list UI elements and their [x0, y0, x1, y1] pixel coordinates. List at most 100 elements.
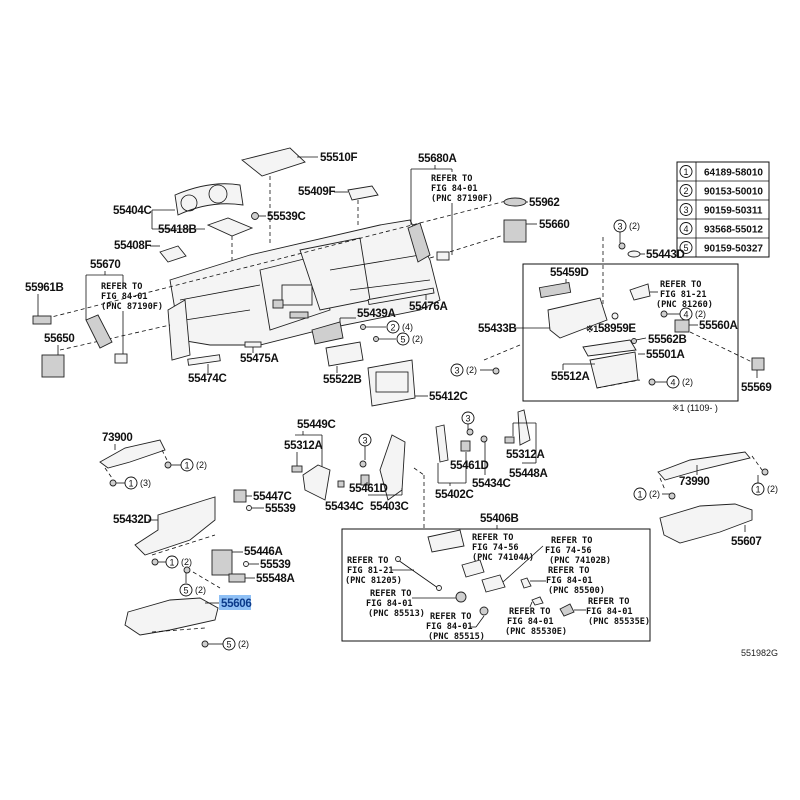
part-shape-55522B: [325, 341, 364, 367]
label-58959E[interactable]: ※158959E: [586, 323, 637, 335]
label-55606[interactable]: 55606: [221, 598, 252, 610]
fastener-part-number[interactable]: 90159-50311: [704, 206, 763, 217]
refer-note-55680A[interactable]: REFER TO FIG 84-01 (PNC 87190F): [431, 174, 493, 204]
label-55443D[interactable]: 55443D: [646, 249, 685, 261]
label-55522B[interactable]: 55522B: [323, 374, 362, 386]
svg-text:FIG 84-01: FIG 84-01: [586, 607, 633, 617]
label-55449C[interactable]: 55449C: [297, 419, 336, 431]
label-55406B[interactable]: 55406B: [480, 513, 519, 525]
label-55312A-right[interactable]: 55312A: [506, 449, 545, 461]
callout-4-qty-2-b: 4 (2): [648, 375, 693, 389]
svg-text:(2): (2): [195, 585, 206, 595]
refer-note-81205[interactable]: REFER TO FIG 81-21 (PNC 81205): [345, 556, 402, 586]
label-55403C[interactable]: 55403C: [370, 501, 409, 513]
part-shape-55402C: [435, 424, 449, 463]
refer-note-85513[interactable]: REFER TO FIG 84-01 (PNC 85513): [366, 589, 425, 619]
svg-text:REFER TO: REFER TO: [551, 536, 592, 546]
svg-text:1: 1: [637, 490, 642, 500]
svg-text:(3): (3): [140, 478, 151, 488]
label-55539-a[interactable]: 55539: [265, 503, 296, 515]
refer-note-55670[interactable]: REFER TO FIG 84-01 (PNC 87190F): [101, 282, 163, 312]
svg-text:FIG 74-56: FIG 74-56: [472, 543, 519, 553]
refer-note-74102B[interactable]: REFER TO FIG 74-56 (PNC 74102B): [545, 536, 611, 566]
label-55408F[interactable]: 55408F: [114, 240, 152, 252]
fastener-part-number[interactable]: 93568-55012: [704, 225, 763, 236]
refer-note-85515[interactable]: REFER TO FIG 84-01 (PNC 85515): [426, 612, 485, 642]
label-55569[interactable]: 55569: [741, 382, 772, 394]
label-55476A[interactable]: 55476A: [409, 301, 448, 313]
part-shape-55539-b: [243, 561, 249, 567]
label-55459D[interactable]: 55459D: [550, 267, 589, 279]
label-55433B[interactable]: 55433B: [478, 323, 517, 335]
label-55961B[interactable]: 55961B: [25, 282, 64, 294]
label-55434C-left[interactable]: 55434C: [325, 501, 364, 513]
label-55447C[interactable]: 55447C: [253, 491, 292, 503]
fastener-num: 4: [683, 224, 688, 234]
label-55461D-left[interactable]: 55461D: [349, 483, 388, 495]
dashboard-panel: [167, 219, 441, 361]
fastener-row-4: 4 93568-55012: [679, 222, 763, 236]
refer-note-85535E[interactable]: REFER TO FIG 84-01 (PNC 85535E): [586, 597, 650, 627]
fastener-part-number[interactable]: 64189-58010: [704, 168, 763, 179]
label-55312A-left[interactable]: 55312A: [284, 440, 323, 452]
label-55607[interactable]: 55607: [731, 536, 762, 548]
label-55512A[interactable]: 55512A: [551, 371, 590, 383]
label-55475A[interactable]: 55475A: [240, 353, 279, 365]
serial-note: ※1 (1109- ): [672, 403, 718, 413]
callout-3-a: 3: [358, 433, 372, 468]
fastener-part-number[interactable]: 90159-50327: [704, 244, 763, 255]
part-shape-55404C: [174, 183, 244, 216]
label-55670[interactable]: 55670: [90, 259, 121, 271]
label-55962[interactable]: 55962: [529, 197, 560, 209]
callout-2-qty-4: 2 (4): [360, 320, 413, 334]
fastener-part-number[interactable]: 90153-50010: [704, 187, 763, 198]
label-55409F[interactable]: 55409F: [298, 186, 336, 198]
label-73990[interactable]: 73990: [679, 476, 710, 488]
part-shape-55439A: [311, 321, 344, 345]
part-shape-55501A-lid: [582, 339, 637, 357]
label-55439A[interactable]: 55439A: [357, 308, 396, 320]
refer-note-81260[interactable]: REFER TO FIG 81-21 (PNC 81260): [656, 280, 713, 310]
label-55539C[interactable]: 55539C: [267, 211, 306, 223]
label-55539-b[interactable]: 55539: [260, 559, 291, 571]
label-55434C-right[interactable]: 55434C: [472, 478, 511, 490]
label-55660[interactable]: 55660: [539, 219, 570, 231]
label-55510F[interactable]: 55510F: [320, 152, 358, 164]
part-shape-55312A-right: [504, 436, 515, 444]
refer-note-85530E[interactable]: REFER TO FIG 84-01 (PNC 85530E): [505, 607, 567, 637]
part-shape-55660: [503, 219, 527, 243]
svg-text:4: 4: [670, 378, 675, 388]
label-73900[interactable]: 73900: [102, 432, 133, 444]
label-55562B[interactable]: 55562B: [648, 334, 687, 346]
label-55402C[interactable]: 55402C: [435, 489, 474, 501]
label-55448A[interactable]: 55448A: [509, 468, 548, 480]
svg-text:(2): (2): [682, 377, 693, 387]
svg-text:3: 3: [362, 436, 367, 446]
refer-note-85500[interactable]: REFER TO FIG 84-01 (PNC 85500): [546, 566, 605, 596]
svg-text:FIG 84-01: FIG 84-01: [431, 184, 478, 194]
part-shape-55539-a: [246, 505, 252, 511]
svg-text:(PNC 85535E): (PNC 85535E): [588, 617, 650, 627]
callout-1-qty-2-d: 1 (2): [751, 468, 778, 496]
svg-text:1: 1: [128, 479, 133, 489]
label-55650[interactable]: 55650: [44, 333, 75, 345]
label-55680A[interactable]: 55680A: [418, 153, 457, 165]
label-55432D[interactable]: 55432D: [113, 514, 152, 526]
label-55461D-right[interactable]: 55461D: [450, 460, 489, 472]
svg-text:5: 5: [226, 640, 231, 650]
refer-note-74104A[interactable]: REFER TO FIG 74-56 (PNC 74104A): [472, 533, 534, 563]
svg-text:(2): (2): [412, 334, 423, 344]
svg-text:1: 1: [169, 558, 174, 568]
label-55446A[interactable]: 55446A: [244, 546, 283, 558]
label-55418B[interactable]: 55418B: [158, 224, 197, 236]
svg-text:(2): (2): [695, 309, 706, 319]
label-55412C[interactable]: 55412C: [429, 391, 468, 403]
label-55560A[interactable]: 55560A: [699, 320, 738, 332]
label-55404C[interactable]: 55404C: [113, 205, 152, 217]
label-55548A[interactable]: 55548A: [256, 573, 295, 585]
label-55501A[interactable]: 55501A: [646, 349, 685, 361]
svg-text:FIG 84-01: FIG 84-01: [426, 622, 473, 632]
callout-3-qty-2-b: 3 (2): [613, 219, 640, 250]
label-55474C[interactable]: 55474C: [188, 373, 227, 385]
